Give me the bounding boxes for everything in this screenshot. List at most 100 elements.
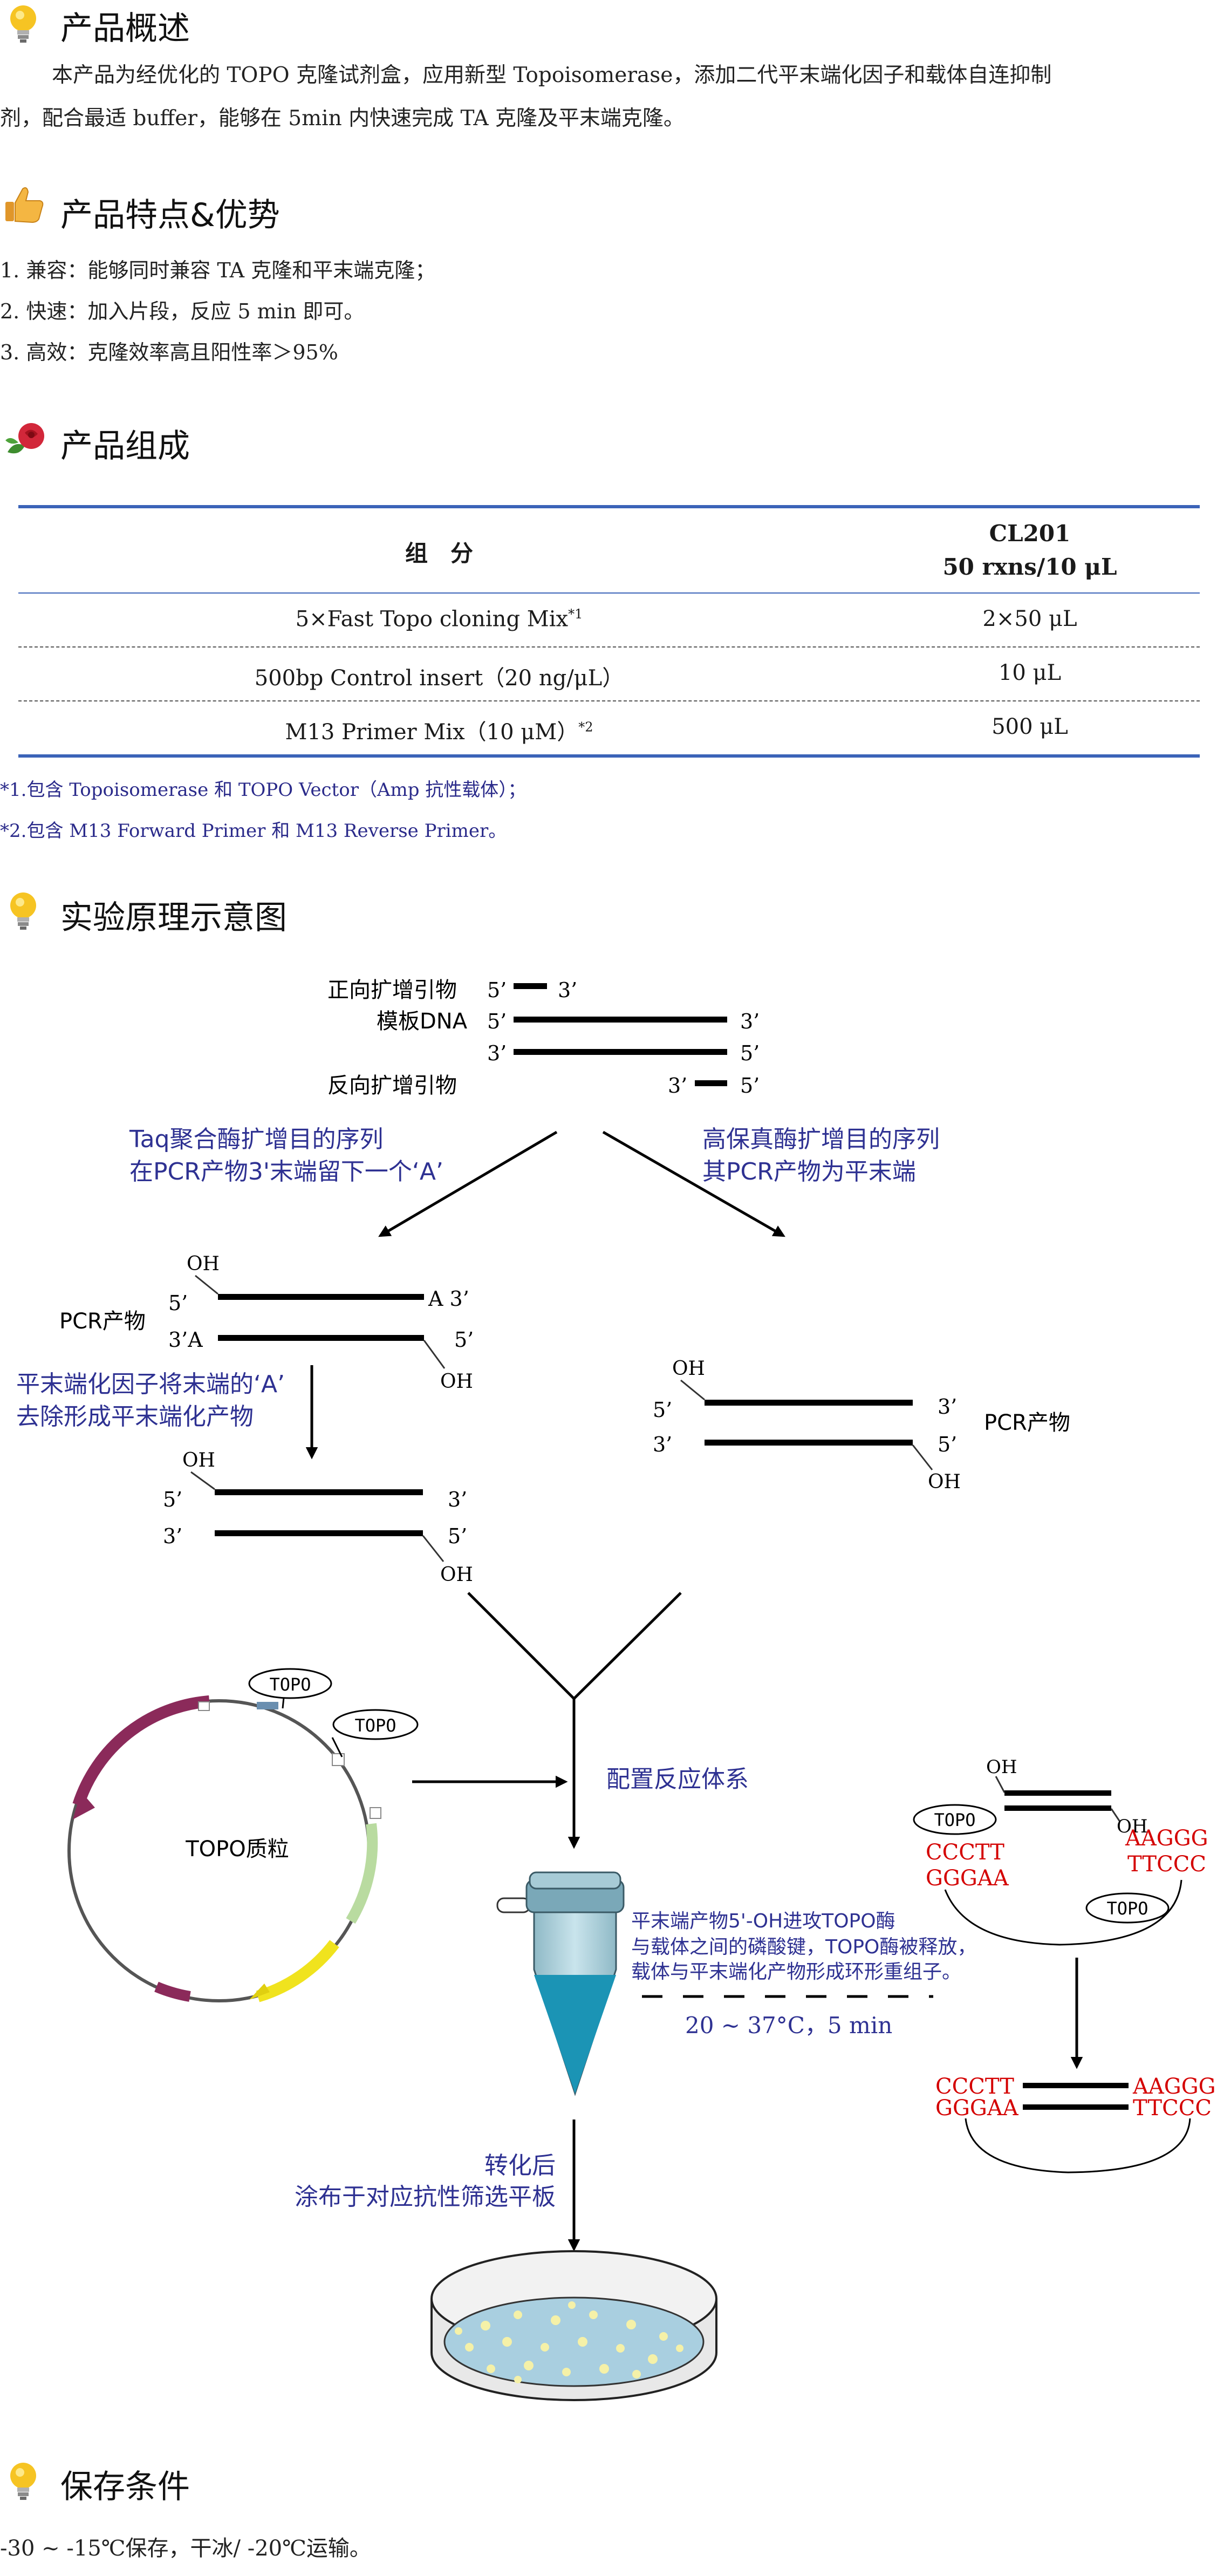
- topo-badge: [1085, 1892, 1170, 1924]
- recombinant-strand-top: [1023, 2083, 1129, 2088]
- row-name: M13 Primer Mix（10 μM）*2: [285, 719, 593, 745]
- arrow-to-hifi: [602, 1130, 785, 1237]
- plasmid-gene-yellow: [256, 1940, 339, 2002]
- topo-link: [331, 1737, 343, 1757]
- end-label: 3’: [448, 1488, 467, 1511]
- reverse-primer-label: 反向扩增引物: [327, 1073, 457, 1098]
- end-label: 3’: [487, 1041, 507, 1065]
- lightbulb-icon: [4, 889, 42, 931]
- seq-right-top: AAGGG: [1125, 1826, 1208, 1851]
- oh-label: OH: [928, 1471, 961, 1493]
- petri-dish-icon: [430, 2250, 717, 2401]
- table-row: 500bp Control insert（20 ng/μL） 10 μL: [18, 648, 1200, 701]
- end-label: 5’: [168, 1291, 188, 1315]
- plasmid-marker: [198, 1701, 210, 1711]
- row-amount: 500 μL: [992, 714, 1068, 739]
- template-dna-label: 模板DNA: [377, 1009, 468, 1034]
- hifi-strand-top: [705, 1400, 913, 1406]
- pcr-product-label: PCR产物: [59, 1309, 146, 1334]
- lightbulb-icon: [4, 2, 42, 44]
- row-name: 500bp Control insert（20 ng/μL）: [254, 666, 624, 691]
- row-amount: 10 μL: [998, 660, 1062, 685]
- taq-strand-top: [218, 1294, 424, 1300]
- vector-arc-bottom: [965, 2118, 1191, 2173]
- topo-label: TOPO: [934, 1810, 975, 1830]
- topo-badge: [913, 1804, 997, 1835]
- plasmid-label: TOPO质粒: [185, 1837, 289, 1862]
- end-label: 5’: [740, 1041, 760, 1065]
- vector-arc-top: [944, 1879, 1182, 1946]
- taq-caption-line-1: Taq聚合酶扩增目的序列: [129, 1126, 384, 1153]
- features-title: 产品特点&优势: [60, 196, 280, 234]
- oh-bond: [190, 1471, 215, 1490]
- plasmid-marker: [257, 1702, 278, 1709]
- transform-caption-line-1: 转化后: [484, 2152, 556, 2179]
- overview-title: 产品概述: [60, 10, 190, 47]
- end-label: 5’: [653, 1398, 672, 1422]
- end-label: 3’: [740, 1010, 760, 1033]
- oh-bond: [422, 1535, 445, 1562]
- seq-right-bottom: TTCCC: [1133, 2096, 1212, 2121]
- plasmid-gene-green: [346, 1823, 378, 1924]
- overview-paragraph: 本产品为经优化的 TOPO 克隆试剂盒，应用新型 Topoisomerase，添…: [0, 54, 1217, 140]
- insert-strand-top: [1004, 1790, 1111, 1796]
- header-spec: 50 rxns/10 μL: [942, 554, 1117, 580]
- end-label: 5’: [448, 1524, 467, 1548]
- attack-caption-line-3: 载体与平末端化产物形成环形重组子。: [631, 1961, 961, 1983]
- topo-badge: [248, 1668, 332, 1699]
- merge-line-left: [467, 1592, 575, 1700]
- seq-left-bottom: GGGAA: [926, 1866, 1009, 1891]
- blunt-strand-top: [215, 1489, 423, 1495]
- plasmid-marker: [370, 1807, 381, 1819]
- end-label: 5’: [487, 1010, 507, 1033]
- oh-bond: [912, 1444, 933, 1470]
- taq-caption-line-2: 在PCR产物3'末端留下一个‘A’: [129, 1158, 443, 1185]
- thumbs-up-icon: [2, 183, 45, 224]
- arrow-to-taq: [378, 1130, 558, 1237]
- table-bottom-rule: [18, 754, 1200, 758]
- overview-line-2: 剂，配合最适 buffer，能够在 5min 内快速完成 TA 克隆及平末端克隆…: [0, 106, 685, 131]
- plasmid-gene-purple-2: [154, 1981, 191, 2002]
- storage-text: -30 ~ -15℃保存，干冰/ -20℃运输。: [0, 2536, 371, 2561]
- seq-left-top: CCCTT: [935, 2074, 1014, 2099]
- end-label: 3’: [163, 1524, 182, 1548]
- rose-icon: [3, 419, 50, 462]
- hifi-caption-line-2: 其PCR产物为平末端: [702, 1158, 916, 1185]
- attack-caption-line-2: 与载体之间的磷酸键，TOPO酶被释放，: [631, 1936, 976, 1958]
- lightbulb-icon: [4, 2459, 42, 2502]
- a3-label: A 3’: [428, 1287, 469, 1311]
- end-label: 3’: [938, 1395, 957, 1419]
- condition-label: 20 ~ 37°C，5 min: [685, 2012, 892, 2039]
- attack-caption-line-1: 平末端产物5'-OH进攻TOPO酶: [631, 1910, 895, 1932]
- hifi-caption-line-1: 高保真酶扩增目的序列: [702, 1126, 940, 1153]
- pcr-product-label: PCR产物: [984, 1410, 1070, 1435]
- end-label: 3’: [653, 1433, 672, 1456]
- composition-note-2: *2.包含 M13 Forward Primer 和 M13 Reverse P…: [0, 820, 507, 842]
- topo-badge: [332, 1709, 419, 1740]
- plasmid-gene-purple-1: [72, 1695, 210, 1807]
- blunt-strand-bottom: [215, 1530, 423, 1536]
- oh-label: OH: [182, 1449, 215, 1471]
- oh-label: OH: [187, 1253, 220, 1275]
- feature-item-3: 3. 高效：克隆效率高且阳性率＞95%: [0, 340, 338, 364]
- row-name: 5×Fast Topo cloning Mix*1: [295, 606, 583, 632]
- end-label: 3’: [558, 978, 577, 1002]
- table-top-rule: [18, 505, 1200, 508]
- feature-item-2: 2. 快速：加入片段，反应 5 min 即可。: [0, 299, 365, 323]
- template-strand-top: [514, 1017, 727, 1023]
- recombinant-strand-bottom: [1023, 2104, 1129, 2110]
- oh-label: OH: [440, 1371, 473, 1393]
- merge-line-right: [573, 1592, 682, 1700]
- row-amount: 2×50 μL: [982, 606, 1077, 631]
- three-a-label: 3’A: [168, 1328, 203, 1352]
- gene-arrowhead: [73, 1791, 95, 1819]
- oh-bond: [195, 1275, 218, 1295]
- hifi-strand-bottom: [705, 1440, 913, 1446]
- principle-title: 实验原理示意图: [60, 899, 287, 937]
- table-row: 5×Fast Topo cloning Mix*1 2×50 μL: [18, 594, 1200, 648]
- plasmid-marker: [332, 1753, 345, 1766]
- header-component: 组 分: [405, 540, 473, 567]
- header-code: CL201: [989, 520, 1071, 547]
- oh-bond: [1110, 1808, 1121, 1822]
